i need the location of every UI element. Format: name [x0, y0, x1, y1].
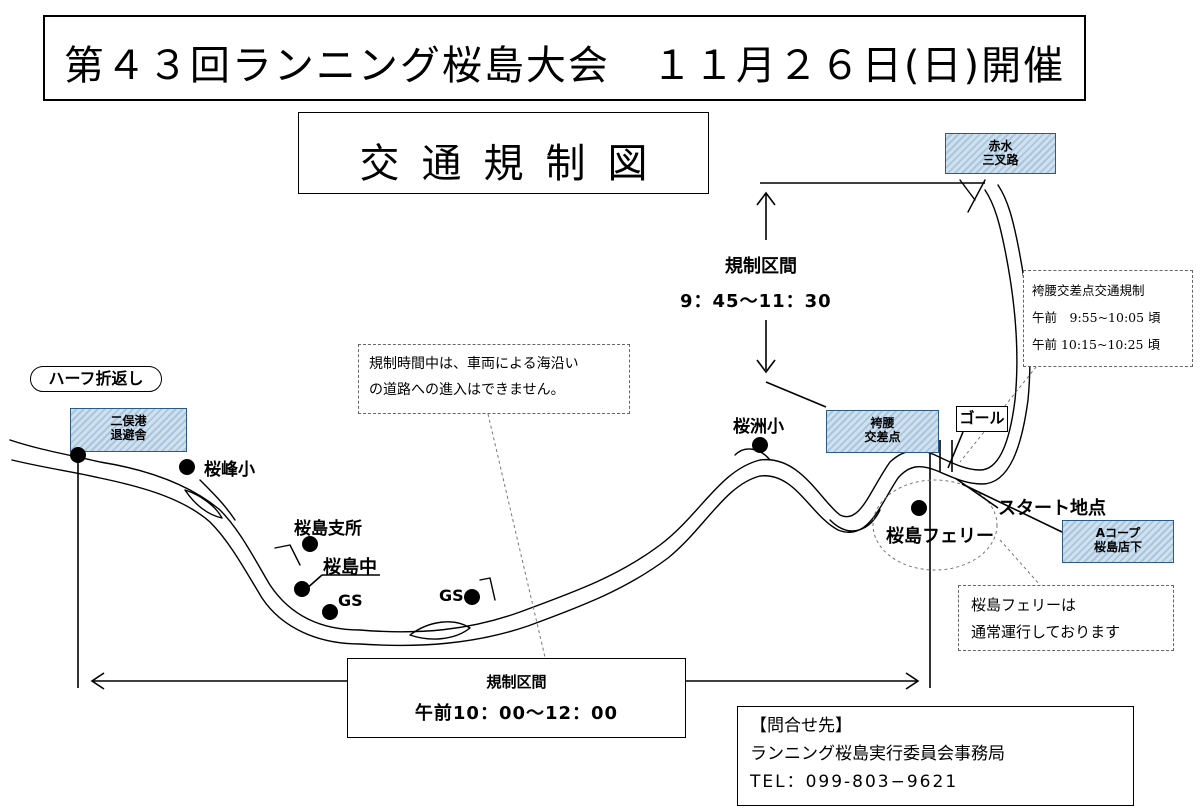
side-road-left [199, 479, 236, 521]
acoop-line2: 桜島店下 [1093, 540, 1142, 554]
side-road-gs2 [479, 577, 496, 601]
bottom-arrow-right-head [905, 672, 920, 690]
naka-marker [294, 581, 310, 597]
island-loop [409, 621, 471, 640]
ohomine-label: 桜峰小 [204, 460, 255, 480]
ferry-note-line2: 通常運行しております [971, 623, 1121, 641]
shisho-marker [302, 536, 318, 552]
nimatako-marker [70, 447, 86, 463]
nimatako-line2: 退避舎 [110, 428, 147, 442]
gs2-label: GS [439, 586, 464, 605]
island-loop-2 [184, 489, 223, 519]
acoop-leader [961, 483, 1063, 533]
akamizu-box: 赤水 三叉路 [945, 133, 1056, 174]
bottom-regulation-label: 規制区間 [486, 673, 547, 691]
gs2-marker [464, 589, 480, 605]
ferry-marker [911, 500, 927, 516]
ferry-note: 桜島フェリーは 通常運行しております [958, 585, 1174, 651]
ferry-note-line1: 桜島フェリーは [971, 596, 1077, 614]
page-title: 第４３回ランニング桜島大会 １１月２６日(日)開催 [63, 43, 1066, 89]
start-leader [954, 477, 999, 509]
nimatako-box: 二俣港 退避舎 [70, 408, 187, 452]
bottom-arrow-left-head [90, 672, 105, 690]
top-regulation-time: 9：45〜11：30 [680, 291, 832, 312]
shisho-label: 桜島支所 [294, 519, 362, 539]
coastal-note-line2: の道路への進入はできません。 [369, 382, 565, 398]
oshu-label: 桜洲小 [733, 417, 784, 437]
ferry-label: 桜島フェリー [886, 526, 994, 547]
subtitle-box: 交通規制図 [298, 112, 709, 194]
coastal-note: 規制時間中は、車両による海沿い の道路への進入はできません。 [358, 344, 630, 414]
coastal-road-outer [9, 189, 1018, 633]
naka-label: 桜島中 [323, 557, 377, 578]
intersection-note: 袴腰交差点交通規制 午前 9:55~10:05 頃 午前 10:15~10:25… [1023, 270, 1193, 367]
start-label: スタート地点 [998, 498, 1106, 519]
coastal-note-leader [487, 413, 549, 671]
sakurajima-loop [829, 509, 881, 532]
contact-org: ランニング桜島実行委員会事務局 [750, 744, 1005, 764]
intersection-note-time2: 午前 10:15~10:25 頃 [1032, 337, 1160, 352]
top-lower-diagonal [765, 381, 827, 408]
title-box: 第４３回ランニング桜島大会 １１月２６日(日)開催 [43, 15, 1086, 101]
top-regulation-label: 規制区間 [725, 256, 797, 277]
ferry-area-ellipse [872, 479, 998, 571]
gs1-label: GS [338, 591, 363, 610]
nimatako-line1: 二俣港 [110, 414, 147, 428]
bottom-regulation-time: 午前10：00〜12：00 [414, 703, 619, 724]
hakamagoshi-box: 袴腰 交差点 [826, 410, 939, 453]
bottom-regulation-box: 規制区間 午前10：00〜12：00 [347, 658, 686, 738]
half-turn-label: ハーフ折返し [30, 366, 162, 392]
hakamagoshi-line2: 交差点 [864, 430, 901, 444]
page-subtitle: 交通規制図 [359, 141, 670, 187]
side-road-shisho [274, 544, 301, 566]
goal-label: ゴール [956, 406, 1008, 432]
gs1-marker [322, 604, 338, 620]
oshu-marker [752, 437, 768, 453]
akamizu-stub-2 [967, 179, 986, 213]
ohomine-marker [179, 459, 195, 475]
coastal-road-inner [11, 184, 1031, 647]
intersection-note-title: 袴腰交差点交通規制 [1032, 283, 1145, 298]
coastal-note-line1: 規制時間中は、車両による海沿い [369, 356, 579, 372]
ferry-note-leader [999, 539, 1041, 586]
acoop-box: Aコープ 桜島店下 [1062, 520, 1174, 563]
contact-heading: 【問合せ先】 [750, 716, 852, 736]
top-arrow-down-head [756, 359, 776, 374]
acoop-line1: Aコープ [1095, 526, 1141, 540]
top-arrow-up-head [756, 191, 776, 206]
goal-leader [947, 431, 964, 469]
akamizu-line2: 三叉路 [982, 153, 1019, 167]
akamizu-line1: 赤水 [988, 139, 1013, 153]
hakamagoshi-line1: 袴腰 [870, 416, 895, 430]
contact-box: 【問合せ先】 ランニング桜島実行委員会事務局 TEL：099-803−9621 [737, 706, 1134, 806]
contact-tel: TEL：099-803−9621 [750, 772, 959, 792]
intersection-note-time1: 午前 9:55~10:05 頃 [1032, 310, 1161, 325]
